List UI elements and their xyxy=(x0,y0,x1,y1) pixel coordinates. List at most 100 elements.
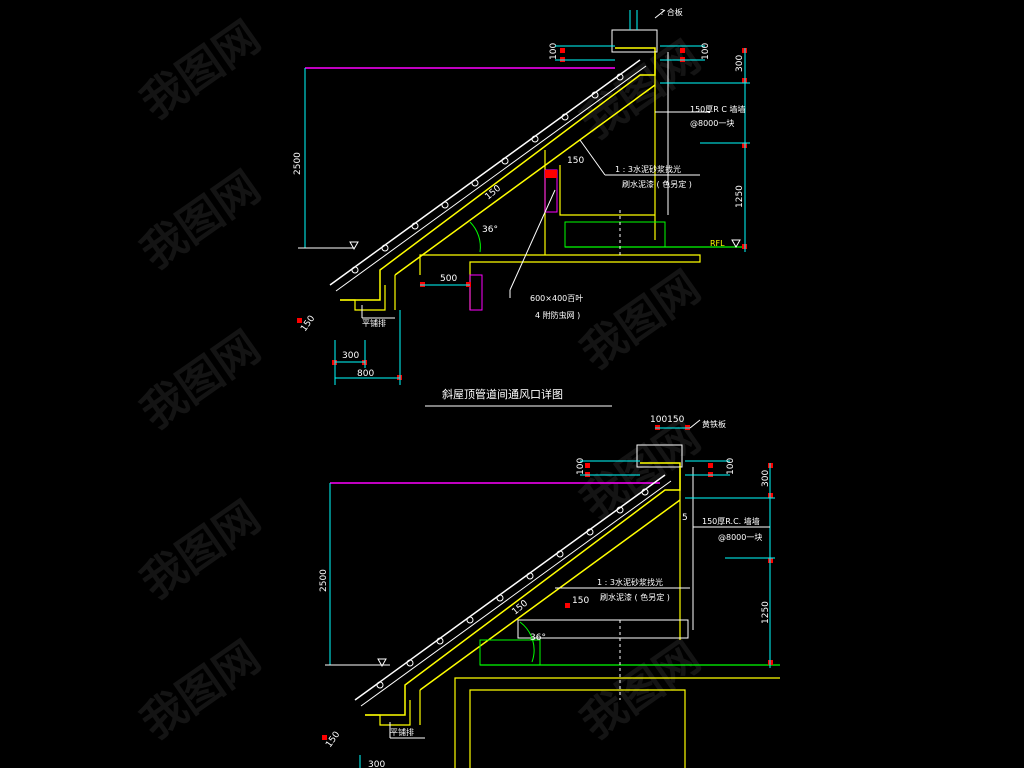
green-curb xyxy=(479,639,541,666)
tile-icon xyxy=(526,572,534,580)
dim-100-right: 100 xyxy=(701,43,711,60)
tile-icon xyxy=(406,659,414,667)
tick-marker xyxy=(565,603,570,608)
note-vent-sub: 4 附防虫网 ) xyxy=(535,310,580,320)
dim-300-bottom: 300 xyxy=(368,760,385,768)
green-curb xyxy=(564,221,666,248)
tile-icon xyxy=(471,179,479,187)
tick-marker xyxy=(708,463,713,468)
floor-slab xyxy=(454,677,780,768)
leader-line xyxy=(654,9,666,19)
dim-300-right: 300 xyxy=(735,55,745,72)
note-mortar: 1 : 3水泥砂浆找光 xyxy=(597,577,663,587)
note-mortar: 1 : 3水泥砂浆找光 xyxy=(615,164,681,174)
top-detail: 2500 xyxy=(293,7,750,407)
tile-icon xyxy=(586,528,594,536)
tile-icon xyxy=(641,488,649,496)
watermark-text: 我图网 xyxy=(572,262,709,379)
watermark-text: 我图网 xyxy=(132,322,269,439)
roof-tiles xyxy=(376,488,649,689)
dim-150-a: 150 xyxy=(572,596,589,606)
dim-2500: 2500 xyxy=(293,152,303,175)
angle-arc xyxy=(469,221,481,253)
tile-icon xyxy=(591,91,599,99)
eave-gutter xyxy=(365,700,411,726)
vent-marker xyxy=(545,170,557,178)
dim-300-bottom: 300 xyxy=(342,351,359,361)
tile-icon xyxy=(496,594,504,602)
cap-block xyxy=(636,444,683,468)
note-cap: ? 合板 xyxy=(660,7,683,17)
note-paint: 刷水泥漆 ( 色另定 ) xyxy=(600,592,670,602)
roof-tiles xyxy=(351,73,624,274)
roof-slab-underside xyxy=(394,84,656,276)
dim-2500: 2500 xyxy=(319,569,329,592)
dimension-ticks xyxy=(297,48,747,380)
tile-icon xyxy=(376,681,384,689)
note-gutter: 平铺排 xyxy=(362,318,386,328)
drawing-title: 斜屋顶管道间通风口详图 xyxy=(442,387,563,401)
dim-500: 500 xyxy=(440,274,457,284)
watermark-text: 我图网 xyxy=(132,162,269,279)
tick-marker xyxy=(560,48,565,53)
dim-300-right: 300 xyxy=(761,470,771,487)
dim-5: 5 xyxy=(682,513,688,523)
leader-line xyxy=(689,419,701,429)
tick-marker xyxy=(680,48,685,53)
tile-icon xyxy=(616,506,624,514)
tile-icon xyxy=(531,135,539,143)
roof-slab-outline xyxy=(340,47,656,301)
tick-marker xyxy=(322,735,327,740)
note-wall-spacing: @8000一块 xyxy=(690,118,734,128)
tile-icon xyxy=(436,637,444,645)
vent-duct xyxy=(517,619,689,639)
tick-marker xyxy=(585,463,590,468)
leader-line xyxy=(509,189,556,291)
note-gutter: 平铺排 xyxy=(390,727,414,737)
roof-slab-outline xyxy=(365,462,681,716)
tile-icon xyxy=(556,550,564,558)
floor-slab xyxy=(419,254,701,310)
roof-tile-line-inner xyxy=(335,65,647,292)
note-rfl: RFL xyxy=(710,239,725,248)
angle-label: 36° xyxy=(530,633,546,643)
dim-150-b: 150 xyxy=(484,183,504,202)
dim-100-150: 100150 xyxy=(650,415,685,425)
cap-block xyxy=(611,29,658,53)
tile-icon xyxy=(501,157,509,165)
dim-eave-150: 150 xyxy=(324,730,342,750)
roof-tile-line-inner xyxy=(360,480,672,707)
tile-icon xyxy=(466,616,474,624)
dim-100-left: 100 xyxy=(576,458,586,475)
dim-150-a: 150 xyxy=(567,156,584,166)
note-cap: 黄铁板 xyxy=(702,419,726,429)
hatch-block xyxy=(469,274,483,311)
dim-150-b: 150 xyxy=(511,598,531,617)
bottom-detail: 2500 36° xyxy=(319,415,780,768)
dim-1250: 1250 xyxy=(761,601,771,624)
angle-label: 36° xyxy=(482,225,498,235)
tick-marker xyxy=(297,318,302,323)
level-marker-icon xyxy=(349,241,359,251)
floor-slab-inner xyxy=(469,689,686,768)
inner-beam xyxy=(559,165,655,216)
dim-100-right: 100 xyxy=(726,458,736,475)
level-marker-icon xyxy=(731,239,741,249)
dimension-ticks xyxy=(322,425,773,740)
tile-icon xyxy=(441,201,449,209)
level-marker-icon xyxy=(377,658,387,668)
dim-100-left: 100 xyxy=(549,43,559,60)
note-wall: 150厚R C 墙墙 xyxy=(690,104,746,114)
leader-line xyxy=(579,139,606,176)
tile-icon xyxy=(351,266,359,274)
dim-eave-150: 150 xyxy=(299,314,317,334)
note-vent: 600×400百叶 xyxy=(530,294,583,303)
tile-icon xyxy=(616,73,624,81)
tile-icon xyxy=(411,222,419,230)
note-paint: 刷水泥漆 ( 色另定 ) xyxy=(622,179,692,189)
dim-800-bottom: 800 xyxy=(357,369,374,379)
eave-gutter xyxy=(340,285,386,311)
note-wall: 150厚R.C. 墙墙 xyxy=(702,516,760,526)
roof-tile-line xyxy=(329,59,641,286)
